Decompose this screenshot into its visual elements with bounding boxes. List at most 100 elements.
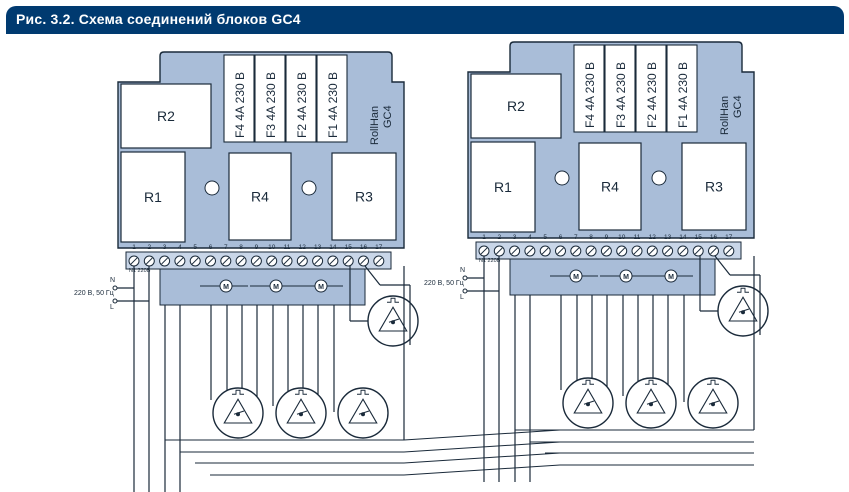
motor-symbol: M [273, 284, 279, 291]
wire [403, 464, 561, 476]
model-label: GC4 [382, 105, 394, 128]
relay-r1 [470, 141, 536, 233]
relay-label: R3 [355, 189, 373, 205]
wire [176, 257, 184, 265]
wire [329, 257, 337, 265]
board-extension [159, 268, 366, 306]
fuse-label: F1 4A 230 B [326, 72, 340, 138]
wire [314, 257, 321, 265]
fuse-4 [573, 44, 605, 133]
wire [694, 247, 702, 255]
motor-winding [378, 306, 408, 332]
fuse-2 [285, 54, 317, 143]
mounting-hole [301, 180, 317, 196]
wire [207, 257, 214, 265]
motor-switch-symbol [357, 389, 369, 395]
motor-switch-symbol [295, 389, 307, 395]
terminal-number: 7 [224, 244, 228, 251]
power-voltage-label: 220 B, 50 Гц [424, 280, 464, 287]
fuse-label: F4 4A 230 B [583, 62, 597, 128]
wire [648, 247, 656, 255]
connector-motor [269, 279, 283, 293]
terminal-tag: N1 220B [129, 268, 151, 274]
terminal-number: 16 [360, 244, 368, 251]
terminal-number: 17 [375, 244, 383, 251]
wire [375, 257, 383, 265]
terminal-number: 8 [589, 234, 593, 241]
terminal-number: 1 [482, 234, 486, 241]
motor-center-dot [741, 310, 745, 315]
relay-label: R1 [494, 179, 512, 195]
fuse-label: F2 4A 230 B [645, 62, 659, 128]
wire [587, 247, 595, 255]
power-voltage-label: 220 B, 50 Гц [74, 290, 114, 297]
terminal-number: 3 [513, 234, 517, 241]
wire [603, 247, 610, 255]
terminal-number: 12 [299, 244, 307, 251]
relay-r3 [331, 152, 397, 241]
terminal-number: 7 [574, 234, 578, 241]
terminal-number: 1 [132, 244, 136, 251]
motor-symbol: M [668, 274, 674, 281]
wire [511, 247, 518, 255]
terminal-number: 11 [634, 234, 641, 241]
terminal-number: 11 [284, 244, 291, 251]
motor-switch-symbol [707, 379, 719, 385]
connector-motor [219, 279, 233, 293]
wire [403, 441, 561, 453]
terminal-number: 10 [618, 234, 626, 241]
relay-r4 [578, 142, 642, 231]
mounting-hole [651, 170, 667, 186]
motor-winding [636, 388, 666, 414]
power-n-label: N [110, 277, 115, 284]
fuse-label: F3 4A 230 B [264, 72, 278, 138]
relay-label: R2 [157, 108, 175, 124]
terminal-number: 13 [314, 244, 322, 251]
motor-winding [698, 388, 728, 414]
relay-r2 [470, 73, 562, 139]
terminal-number: 9 [255, 244, 259, 251]
motor-winding [728, 296, 758, 322]
relay-r1 [120, 151, 186, 243]
wire [618, 247, 626, 255]
wire [714, 255, 731, 276]
motor-switch-symbol [737, 287, 749, 293]
terminal-number: 12 [649, 234, 657, 241]
relay-label: R2 [507, 98, 525, 114]
wire [403, 429, 561, 441]
connector-motor [569, 269, 583, 283]
terminal-number: 2 [497, 234, 501, 241]
power-terminal [112, 285, 118, 291]
motor-switch-symbol [582, 379, 594, 385]
terminal-number: 14 [329, 244, 337, 251]
terminal-number: 8 [239, 244, 243, 251]
terminal-number: 5 [193, 244, 197, 251]
wire [541, 247, 549, 255]
connector-motor [664, 269, 678, 283]
terminal-number: 4 [178, 244, 182, 251]
motor-symbol: M [318, 284, 324, 291]
fuse-label: F3 4A 230 B [614, 62, 628, 128]
wire [633, 247, 641, 255]
power-l-label: L [460, 294, 464, 301]
wire [572, 247, 580, 255]
power-terminal [462, 288, 468, 294]
motor-winding [573, 388, 603, 414]
power-n-label: N [460, 267, 465, 274]
power-terminal [462, 275, 468, 281]
brand-label: RollHan [719, 96, 731, 135]
terminal-number: 9 [605, 234, 609, 241]
relay-r2 [120, 83, 212, 149]
connector-motor [314, 279, 328, 293]
terminal-number: 13 [664, 234, 672, 241]
fuse-2 [635, 44, 667, 133]
fuse-3 [254, 54, 286, 143]
terminal-tag: N1 220B [479, 258, 501, 264]
terminal-number: 4 [528, 234, 532, 241]
wire [526, 247, 534, 255]
motor-center-dot [711, 402, 715, 407]
terminal-number: 5 [543, 234, 547, 241]
